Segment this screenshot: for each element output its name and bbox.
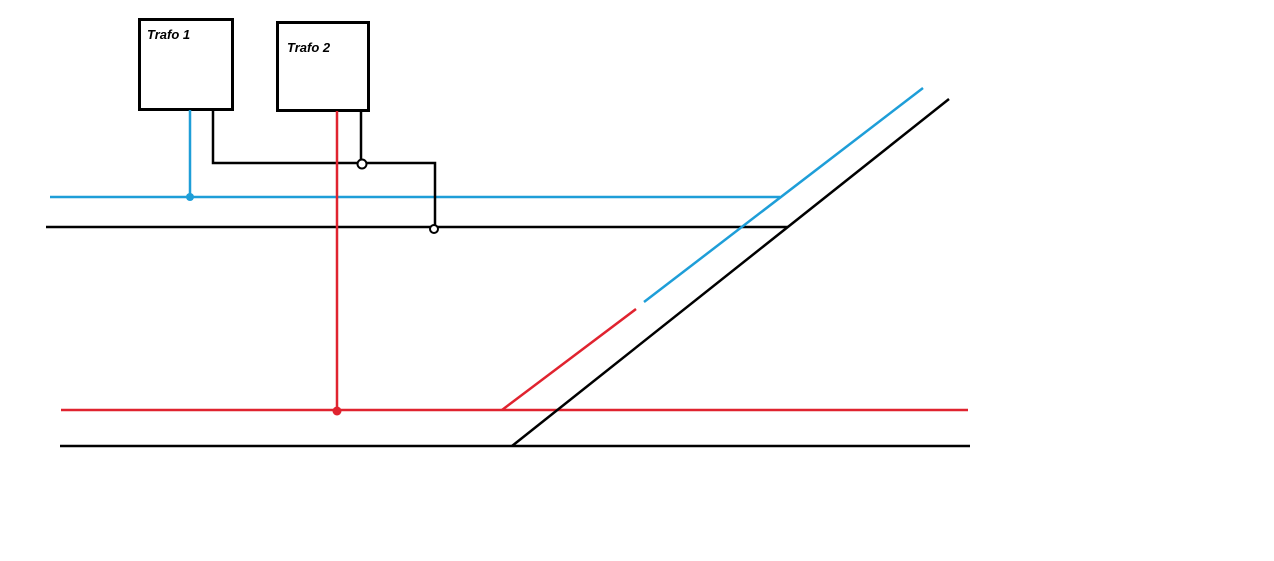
trafo-1-box — [138, 18, 234, 111]
trafo-2: Trafo 2 — [276, 21, 370, 112]
trafo-2-box — [276, 21, 370, 112]
trafo-1-label: Trafo 1 — [147, 27, 190, 42]
trafo-1: Trafo 1 — [138, 18, 234, 111]
blue-feeder-junction — [186, 193, 194, 201]
black-rail-junction — [429, 224, 439, 234]
trafo-1-black-return — [211, 110, 437, 228]
diagonal-blue-rail — [643, 87, 924, 303]
red-feeder-junction — [332, 406, 342, 416]
trafo-2-label: Trafo 2 — [287, 40, 331, 55]
black-return-junction — [356, 158, 368, 170]
diagonal-red-rail — [501, 308, 637, 411]
diagonal-black-rail — [511, 98, 950, 447]
